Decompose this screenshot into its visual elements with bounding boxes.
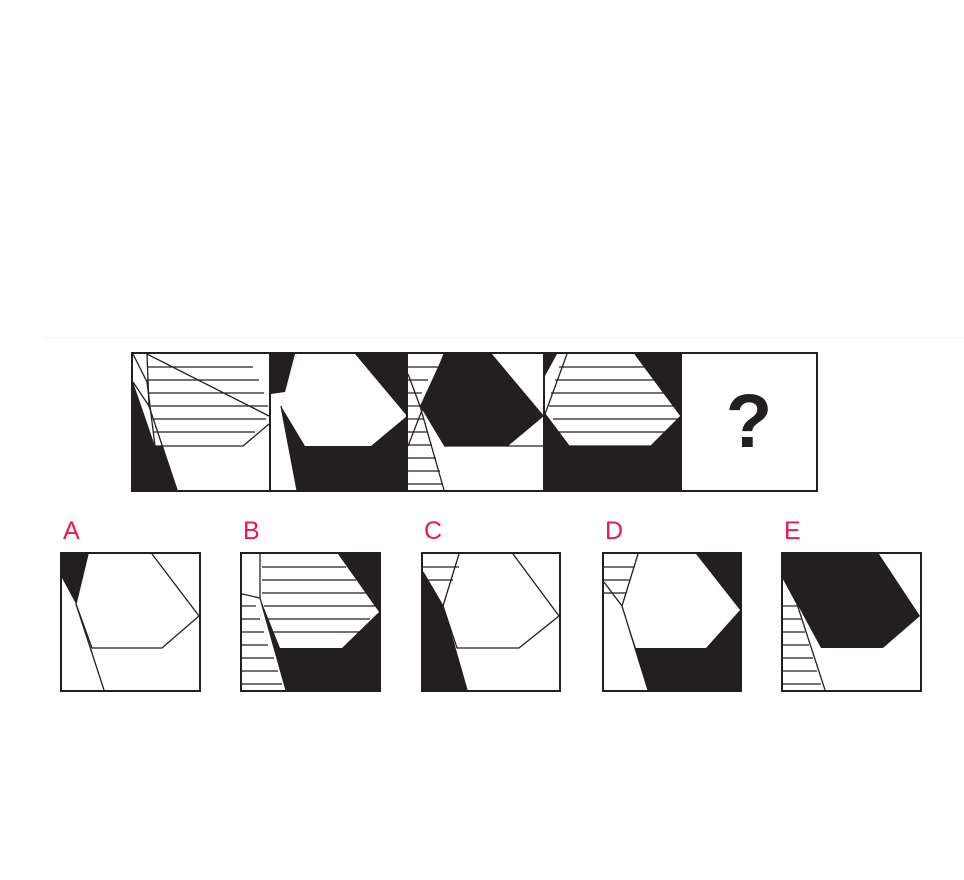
panel-3-figure: [408, 354, 544, 490]
option-c-label: C: [424, 517, 443, 545]
option-b-drawing: [242, 554, 379, 690]
option-c-drawing: [423, 554, 559, 690]
option-a-figure[interactable]: [60, 552, 201, 692]
option-c-figure[interactable]: [421, 552, 561, 692]
question-mark: ?: [725, 379, 773, 464]
panel-1-figure: [133, 354, 269, 490]
sequence-panel-4: [543, 352, 683, 492]
option-b-label: B: [243, 517, 260, 545]
option-a-drawing: [62, 554, 199, 690]
option-d-figure[interactable]: [602, 552, 742, 692]
option-b-figure[interactable]: [240, 552, 381, 692]
sequence-panel-3: [406, 352, 546, 492]
panel-4-figure: [545, 354, 681, 490]
option-e-figure[interactable]: [781, 552, 922, 692]
option-e-label: E: [784, 517, 801, 545]
divider-line: [44, 337, 964, 338]
sequence-panel-missing: ?: [680, 352, 818, 492]
option-a-label: A: [63, 517, 80, 545]
sequence-panel-2: [269, 352, 409, 492]
panel-2-figure: [271, 354, 407, 490]
option-d-label: D: [605, 517, 624, 545]
option-e-drawing: [783, 554, 920, 690]
option-d-drawing: [604, 554, 740, 690]
sequence-panel-1: [131, 352, 271, 492]
